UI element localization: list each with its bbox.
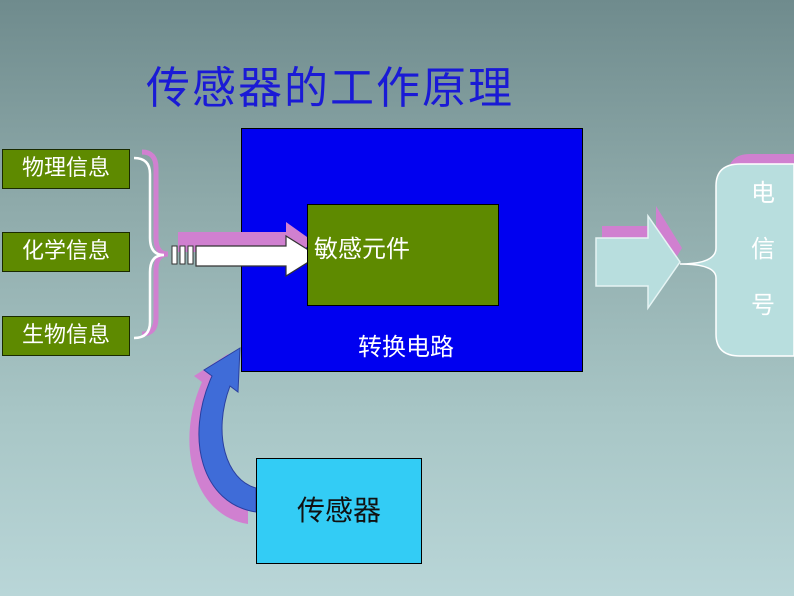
output-char-2: 信 [751, 235, 775, 263]
output-arrow [595, 213, 681, 311]
sensor-arrow [198, 347, 257, 513]
sensitive-element-box: 敏感元件 [307, 204, 499, 306]
input-brace-shadow [141, 149, 169, 337]
sensitive-element-label: 敏感元件 [314, 235, 410, 263]
output-brace [679, 163, 794, 357]
sensor-label: 传感器 [296, 494, 381, 527]
input-physical-info: 物理信息 [2, 149, 130, 189]
input-arrow [195, 234, 320, 278]
sensor-box: 传感器 [256, 458, 422, 564]
input-biological-info: 生物信息 [2, 316, 130, 356]
input-arrow-tail-2 [179, 245, 186, 265]
input-brace [133, 156, 165, 340]
input-chemical-info: 化学信息 [2, 232, 130, 272]
input-arrow-tail-1 [171, 245, 178, 265]
page-title: 传感器的工作原理 [146, 63, 514, 114]
output-signal-label: 电 信 号 [743, 165, 783, 320]
conversion-circuit-label: 转换电路 [358, 333, 454, 361]
output-char-3: 号 [751, 291, 775, 319]
output-char-1: 电 [751, 179, 775, 207]
input-arrow-tail-3 [187, 245, 194, 265]
